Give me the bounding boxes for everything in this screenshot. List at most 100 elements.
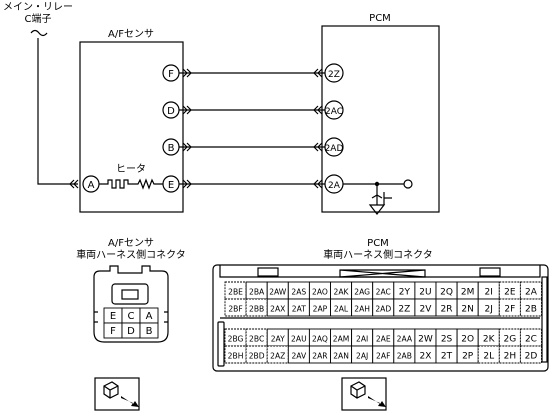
pcm-connector-cell-label: 2M xyxy=(461,288,475,298)
svg-text:D: D xyxy=(127,326,135,337)
pcm-connector-cell-label: 2P xyxy=(462,352,474,362)
pcm-connector-cell-label: 2BD xyxy=(249,352,265,361)
pcm-connector-cell-label: 2BG xyxy=(228,335,244,344)
pcm-connector-cell-label: 2Z xyxy=(398,305,410,315)
pcm-connector-cell-label: 2AH xyxy=(354,305,370,314)
pcm-connector-cell xyxy=(519,298,542,317)
pcm-connector-cell-label: 2C xyxy=(525,335,537,345)
sensor-connector-title1: A/Fセンサ xyxy=(108,237,154,249)
pcm-connector-cell-label: 2AO xyxy=(312,288,328,297)
connector-chevron-icon xyxy=(69,179,79,189)
pcm-connector-cell-label: 2AC xyxy=(376,288,391,297)
view-direction-icon xyxy=(341,377,387,411)
svg-text:B: B xyxy=(146,326,153,337)
pcm-pin-2AC: 2AC xyxy=(324,100,344,120)
pcm-pin-2A: 2A xyxy=(324,174,344,194)
pcm-connector-cell-label: 2F xyxy=(504,305,515,315)
pcm-connector-cell-label: 2AT xyxy=(292,305,306,314)
pcm-connector-cell xyxy=(245,345,268,364)
sensor-pin-E: E xyxy=(162,175,180,193)
pcm-connector-cell-label: 2AX xyxy=(270,305,285,314)
svg-text:D: D xyxy=(167,106,175,117)
pcm-connector-cell-label: 2H xyxy=(504,352,517,362)
pcm-connector-cell-label: 2BF xyxy=(228,305,242,314)
pcm-connector-cell-label: 2A xyxy=(525,288,538,298)
pcm-box xyxy=(321,25,440,213)
sensor-connector-title2: 車両ハーネス側コネクタ xyxy=(76,248,186,261)
pcm-connector-cell-label: 2AK xyxy=(334,288,350,297)
pcm-connector-cell-label: 2AS xyxy=(291,288,306,297)
pcm-connector-cell-label: 2AD xyxy=(375,305,391,314)
pcm-connector-cell-label: 2E xyxy=(504,288,516,298)
relay-wire xyxy=(37,38,78,185)
pcm-connector-cell-label: 2Y xyxy=(399,288,411,298)
heater-element-icon xyxy=(99,178,163,190)
pcm-pin-2Z: 2Z xyxy=(324,63,344,83)
pcm-connector-cell-label: 2O xyxy=(461,335,474,345)
pcm-connector-cell xyxy=(224,298,247,317)
pcm-connector-cell xyxy=(245,298,268,317)
pcm-connector-cell-label: 2AV xyxy=(291,352,307,361)
pcm-connector-cell-label: 2BB xyxy=(249,305,264,314)
pcm-connector-cell-label: 2AQ xyxy=(312,335,328,344)
heater-label: ヒータ xyxy=(116,163,146,175)
pcm-connector-cell-label: 2V xyxy=(420,305,433,315)
pcm-connector-cell-label: 2L xyxy=(483,352,494,362)
pcm-connector-cell-label: 2AY xyxy=(271,335,285,344)
wire-B-2AD xyxy=(179,142,325,152)
af-sensor-box xyxy=(79,41,184,213)
pcm-connector-cell xyxy=(266,345,289,364)
pcm-connector-title1: PCM xyxy=(367,238,389,249)
pcm-connector-cell-label: 2BH xyxy=(228,352,244,361)
pcm-connector-cell-label: 2W xyxy=(418,335,433,345)
pcm-connector-cell-label: 2I xyxy=(485,288,493,298)
pcm-connector-cell xyxy=(519,345,542,364)
relay-label-line1: メイン・リレー xyxy=(3,2,73,13)
svg-text:E: E xyxy=(110,311,116,322)
pcm-connector-cell-label: 2B xyxy=(525,305,537,315)
pcm-pin-2AD: 2AD xyxy=(324,137,344,157)
svg-text:A: A xyxy=(146,311,153,322)
svg-text:E: E xyxy=(168,180,174,191)
pcm-connector-cell-label: 2BE xyxy=(228,288,243,297)
pcm-connector-cell-label: 2BC xyxy=(249,335,264,344)
pcm-connector-cell xyxy=(477,345,500,364)
svg-text:2AD: 2AD xyxy=(325,144,344,154)
svg-text:B: B xyxy=(168,143,175,154)
pcm-connector-cell-label: 2AI xyxy=(356,335,368,344)
view-direction-icon xyxy=(94,377,140,411)
sensor-pin-D: D xyxy=(162,101,180,119)
pcm-connector-cell-label: 2AB xyxy=(397,352,412,361)
pcm-connector-cell-label: 2AL xyxy=(334,305,349,314)
wire-D-2AC xyxy=(179,105,325,115)
pcm-connector-cell-label: 2K xyxy=(483,335,496,345)
pcm-connector-cell-label: 2T xyxy=(441,352,453,362)
af-sensor-title: A/Fセンサ xyxy=(108,28,154,40)
pcm-connector-cell-label: 2J xyxy=(485,305,493,315)
pcm-connector-cell-label: 2AR xyxy=(312,352,328,361)
pcm-connector-cell xyxy=(224,345,247,364)
pcm-connector-cell-label: 2U xyxy=(419,288,431,298)
pcm-connector-cell-label: 2AE xyxy=(376,335,391,344)
pcm-internal-transistor-icon xyxy=(343,179,413,215)
wire-F-2Z xyxy=(179,68,325,78)
pcm-connector-cell-label: 2AJ xyxy=(356,352,368,361)
wire-E-2A xyxy=(179,179,325,189)
pcm-connector-cell-label: 2R xyxy=(441,305,453,315)
pcm-connector-cell-label: 2S xyxy=(441,335,453,345)
svg-text:2A: 2A xyxy=(328,181,341,191)
pcm-connector-cell-label: 2Q xyxy=(440,288,453,298)
sensor-pin-F: F xyxy=(162,64,180,82)
pcm-connector-cell-label: 2AM xyxy=(333,335,350,344)
pcm-connector-cell-label: 2AA xyxy=(397,335,413,344)
sensor-pin-B: B xyxy=(162,138,180,156)
wire-break-symbol xyxy=(30,29,48,37)
pcm-connector-cell-label: 2N xyxy=(461,305,473,315)
pcm-connector-cell xyxy=(498,345,521,364)
pcm-connector-cell-label: 2AN xyxy=(333,352,349,361)
pcm-connector-cell-label: 2AW xyxy=(269,288,287,297)
pcm-connector-cell-label: 2AF xyxy=(376,352,390,361)
pcm-connector-icon xyxy=(212,264,549,372)
